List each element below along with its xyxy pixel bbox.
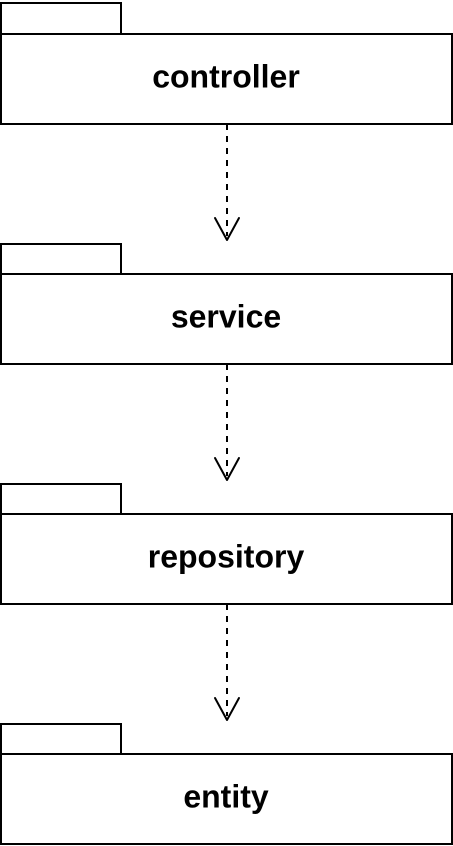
package-label-controller: controller [152,58,300,94]
package-entity: entity [0,723,453,845]
package-label-entity: entity [183,778,269,814]
open-arrowhead-icon [214,697,240,721]
package-service: service [0,243,453,365]
dependency-repository-to-entity [214,604,240,721]
open-arrowhead-icon [214,217,240,241]
package-tab [0,483,122,515]
package-body [0,33,453,125]
package-label-service: service [171,298,281,334]
package-body [0,513,453,605]
package-tab [0,243,122,275]
package-label-repository: repository [148,538,305,574]
dependency-controller-to-service [214,124,240,241]
package-controller: controller [0,2,453,125]
package-repository: repository [0,483,453,605]
package-tab [0,723,122,755]
package-tab [0,2,122,35]
package-body [0,273,453,365]
package-body [0,753,453,845]
dependency-service-to-repository [214,364,240,481]
open-arrowhead-icon [214,457,240,481]
